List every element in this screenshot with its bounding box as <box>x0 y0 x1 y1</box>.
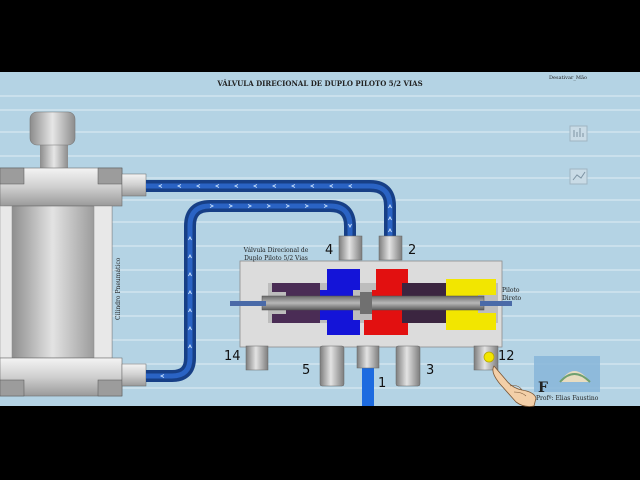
port-label-5: 5 <box>302 363 310 378</box>
pointing-hand-icon <box>492 365 537 407</box>
supply-line-port-1 <box>362 366 374 406</box>
valve-label-line1: Válvula Direcional de <box>243 247 309 254</box>
graph-icon[interactable] <box>569 125 588 142</box>
port-label-2: 2 <box>408 243 416 258</box>
flow-arrow <box>285 204 291 208</box>
flow-arrow <box>252 184 258 188</box>
port-2-fitting <box>378 235 403 261</box>
flow-arrow <box>247 204 253 208</box>
flow-arrow <box>228 204 234 208</box>
port-5-silencer <box>319 345 345 387</box>
rod-end-cap <box>29 111 76 146</box>
port-label-1: 1 <box>378 376 386 391</box>
flow-arrow <box>309 184 315 188</box>
flow-arrow <box>266 204 272 208</box>
flow-arrow <box>188 289 192 295</box>
port-label-3: 3 <box>426 363 434 378</box>
flow-arrow <box>348 223 352 229</box>
port-label-12: 12 <box>498 349 515 364</box>
flow-arrow <box>188 325 192 331</box>
port-label-4: 4 <box>325 243 333 258</box>
flow-arrow <box>188 271 192 277</box>
flow-arrow <box>188 253 192 259</box>
valve-label-line2: Duplo Piloto 5/2 Vias <box>244 255 308 262</box>
cylinder-bottom-fitting <box>121 363 147 387</box>
flow-arrow <box>188 343 192 349</box>
flow-arrows <box>157 184 392 378</box>
cylinder-top-fitting <box>121 173 147 197</box>
pilot-label-line2: Direto <box>502 295 522 302</box>
flow-arrow <box>214 184 220 188</box>
flow-arrow <box>233 184 239 188</box>
flow-arrow <box>195 184 201 188</box>
flow-arrow <box>209 204 215 208</box>
port-4-fitting <box>338 235 363 261</box>
author-logo: F <box>534 356 600 396</box>
flow-arrow <box>388 203 392 209</box>
port-labels: 4 2 14 5 1 3 12 <box>224 243 515 391</box>
pilot-label-line1: Piloto <box>502 287 520 294</box>
author-credit: Profº: Elias Faustino <box>536 395 599 402</box>
flow-arrow <box>323 204 329 208</box>
flow-arrow <box>188 235 192 241</box>
valve-spool <box>261 295 485 311</box>
flow-arrow <box>304 204 310 208</box>
port-label-14: 14 <box>224 349 241 364</box>
flow-arrow <box>159 374 165 378</box>
flow-arrow <box>176 184 182 188</box>
port-14-fitting[interactable] <box>245 345 269 371</box>
flow-arrow <box>271 184 277 188</box>
pilot-12-button[interactable] <box>483 351 495 363</box>
cylinder-label: Cilindro Pneumático <box>115 257 122 320</box>
flow-arrow <box>290 184 296 188</box>
directional-valve: Válvula Direcional de Duplo Piloto 5/2 V… <box>230 235 522 387</box>
flow-arrow <box>388 227 392 233</box>
flow-arrow <box>157 184 163 188</box>
logo-letter: F <box>538 380 548 396</box>
flow-arrow <box>188 307 192 313</box>
flow-arrow <box>328 184 334 188</box>
diagram-title: VÁLVULA DIRECIONAL DE DUPLO PILOTO 5/2 V… <box>216 79 422 88</box>
port-3-silencer <box>395 345 421 387</box>
disable-hand-button[interactable]: Desativar_Mão <box>549 74 587 81</box>
flow-arrow <box>388 215 392 221</box>
port-1-fitting <box>356 345 380 369</box>
pneumatic-cylinder: Cilindro Pneumático <box>0 111 147 397</box>
flow-arrow <box>347 184 353 188</box>
